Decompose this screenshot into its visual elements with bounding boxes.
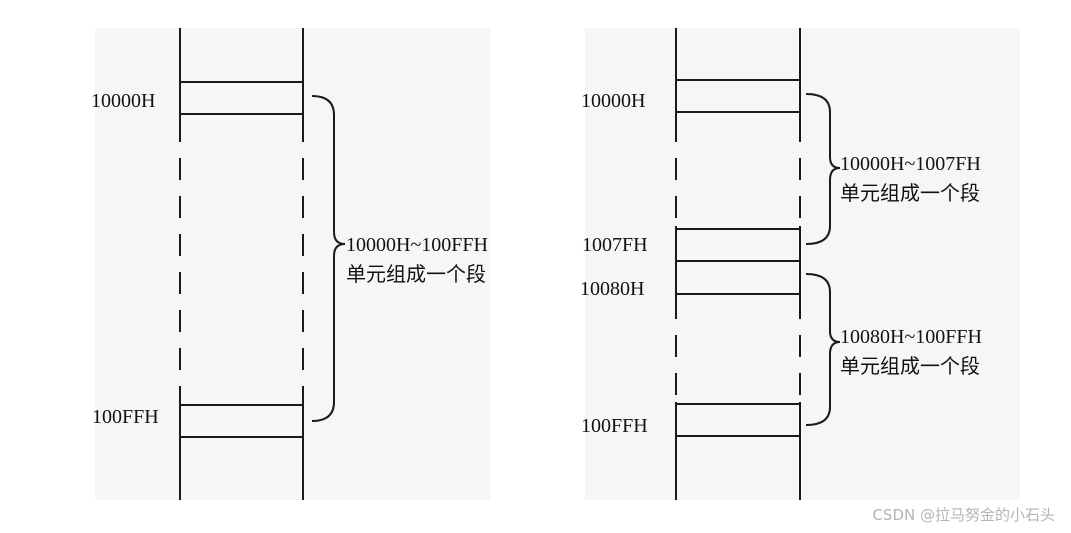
watermark: CSDN @拉马努金的小石头 (872, 506, 1055, 524)
left-segment-brace (311, 95, 346, 422)
right-segment-brace-1 (805, 93, 841, 245)
address-label: 10080H (580, 278, 645, 300)
address-label: 10000H (91, 90, 156, 112)
right-panel (585, 28, 1020, 500)
address-label: 1007FH (582, 234, 648, 256)
address-label: 100FFH (92, 406, 159, 428)
segment-caption-label: 单元组成一个段 (840, 183, 980, 205)
segment-range-label: 10000H~1007FH (840, 153, 981, 175)
segment-caption-label: 单元组成一个段 (346, 264, 486, 286)
segment-caption-label: 单元组成一个段 (840, 356, 980, 378)
segment-range-label: 10000H~100FFH (346, 234, 488, 256)
segment-range-label: 10080H~100FFH (840, 326, 982, 348)
right-segment-brace-2 (805, 273, 841, 426)
left-panel (95, 28, 490, 500)
address-label: 100FFH (581, 415, 648, 437)
address-label: 10000H (581, 90, 646, 112)
